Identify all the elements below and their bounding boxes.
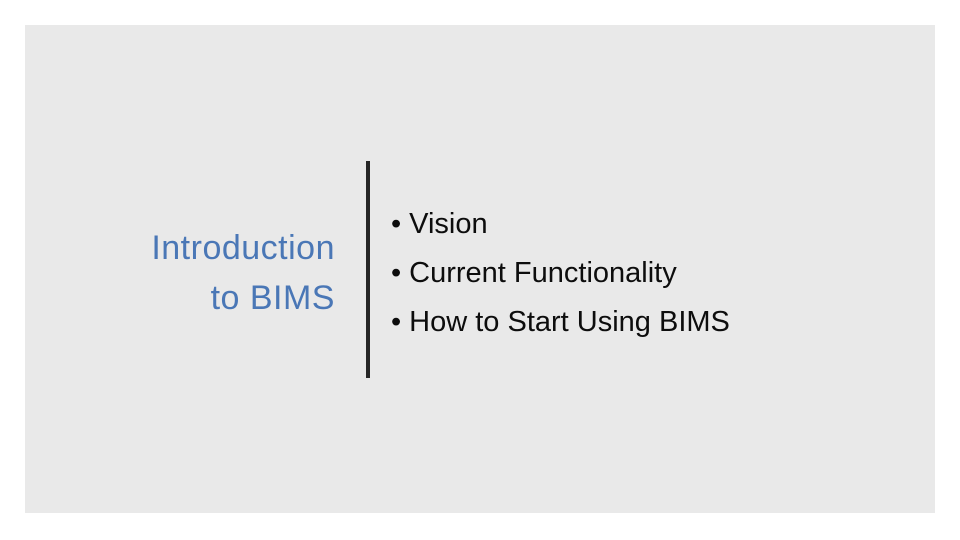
- slide-title-line-1: Introduction: [151, 229, 335, 267]
- slide-title: Introduction to BIMS: [45, 223, 335, 323]
- bullet-item: •Vision: [391, 200, 730, 249]
- title-divider-line: [366, 161, 370, 378]
- slide: Introduction to BIMS •Vision •Current Fu…: [25, 25, 935, 513]
- bullet-icon: •: [391, 257, 402, 289]
- bullet-icon: •: [391, 306, 402, 338]
- slide-title-line-2: to BIMS: [210, 279, 335, 317]
- bullet-list: •Vision •Current Functionality •How to S…: [391, 200, 730, 347]
- bullet-item: •How to Start Using BIMS: [391, 298, 730, 347]
- bullet-text: Vision: [409, 208, 488, 240]
- bullet-icon: •: [391, 208, 402, 240]
- bullet-text: How to Start Using BIMS: [409, 306, 730, 338]
- bullet-item: •Current Functionality: [391, 249, 730, 298]
- bullet-text: Current Functionality: [409, 257, 677, 289]
